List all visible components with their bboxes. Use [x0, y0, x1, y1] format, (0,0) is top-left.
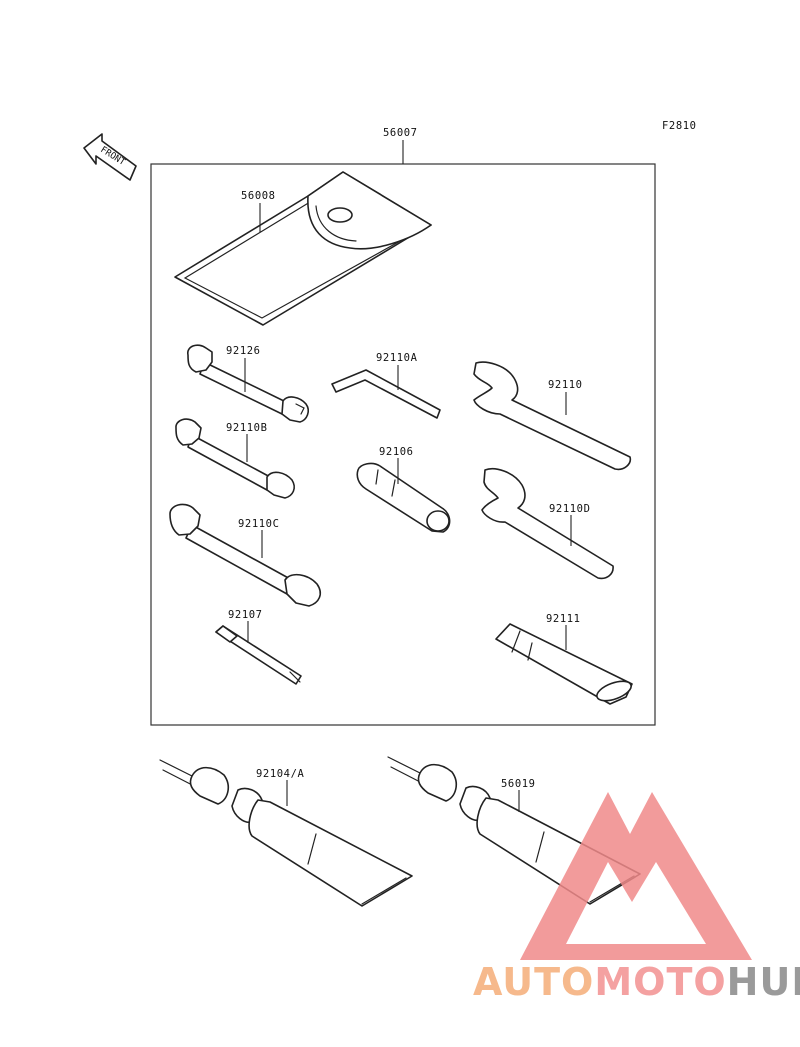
label-grease-tube-56019: 56019: [501, 778, 536, 790]
watermark-logo: AUTOMOTOHUB: [473, 792, 800, 1004]
hex-key: [331, 369, 441, 419]
label-screwdriver: 92107: [228, 609, 263, 621]
label-wrench-92110b: 92110B: [226, 422, 268, 434]
hook-wrench-92110: [473, 361, 632, 471]
svg-text:AUTOMOTOHUB: AUTOMOTOHUB: [473, 960, 800, 1004]
watermark-moto: MOTO: [594, 960, 726, 1004]
label-tool-bag: 56008: [241, 190, 276, 202]
label-wrench-92110c: 92110C: [238, 518, 280, 530]
watermark-hub: HUB: [727, 960, 800, 1004]
front-arrow-icon: FRONT: [83, 133, 137, 181]
grease-tube-92104a: [159, 759, 413, 907]
figure-code: F2810: [662, 120, 697, 132]
screwdriver: [215, 625, 302, 685]
watermark-triangle-icon: [520, 792, 752, 960]
wrench-92110c: [169, 503, 321, 607]
grip: [495, 623, 633, 705]
label-grease-tube-92104a: 92104/A: [256, 768, 305, 780]
watermark-auto: AUTO: [473, 960, 594, 1004]
label-hook-wrench-92110d: 92110D: [549, 503, 591, 515]
hook-wrench-92110d: [481, 468, 614, 580]
wrench-92126: [187, 344, 309, 423]
label-wrench-92126: 92126: [226, 345, 261, 357]
label-grip: 92111: [546, 613, 581, 625]
label-hook-wrench-92110: 92110: [548, 379, 583, 391]
label-spark-plug-tool: 92106: [379, 446, 414, 458]
wrench-92110b: [175, 418, 295, 499]
label-tool-kit: 56007: [383, 127, 418, 139]
tool-bag: [174, 171, 432, 326]
label-hex-key: 92110A: [376, 352, 418, 364]
spark-plug-tool: [356, 462, 451, 533]
